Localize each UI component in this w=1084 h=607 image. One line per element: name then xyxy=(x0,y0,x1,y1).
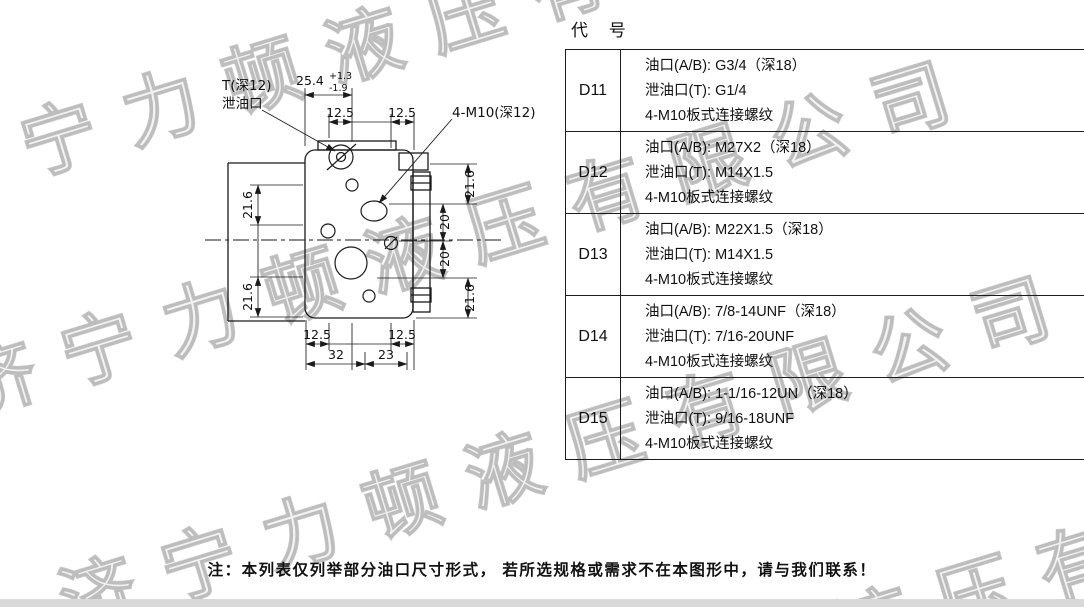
bolt-leader xyxy=(378,118,453,204)
port-ab-spec: 油口(A/B): M22X1.5（深18） xyxy=(645,222,833,238)
port-face-drawing: 25.4 +1.3 -1.9 12.5 12.5 21.6 20 20 21.6… xyxy=(205,71,536,370)
bolt-hole xyxy=(345,178,359,192)
dim-tol-plus: +1.3 xyxy=(329,71,352,82)
dim-20: 20 xyxy=(437,214,452,230)
row-code: D13 xyxy=(566,214,621,295)
bolt-hole xyxy=(320,223,336,239)
row-description: 油口(A/B): M27X2（深18） 泄油口(T): M14X1.5 4-M1… xyxy=(621,132,1084,213)
t-port-leader xyxy=(261,109,336,152)
dimension-labels: 25.4 +1.3 -1.9 12.5 12.5 21.6 20 20 21.6… xyxy=(240,71,477,362)
drain-port-spec: 泄油口(T): M14X1.5 xyxy=(645,247,774,263)
table-row: D14 油口(A/B): 7/8-14UNF（深18） 泄油口(T): 7/16… xyxy=(566,296,1084,378)
dim-12-5: 12.5 xyxy=(303,327,331,342)
port-ab-spec: 油口(A/B): 7/8-14UNF（深18） xyxy=(645,304,846,320)
table-row: D15 油口(A/B): 1-1/16-12UN（深18） 泄油口(T): 9/… xyxy=(566,378,1084,460)
t-port-label-line1: T(深12) xyxy=(221,78,271,94)
dim-20: 20 xyxy=(437,251,452,267)
row-code: D11 xyxy=(566,50,621,131)
valve-body-outline xyxy=(227,140,432,322)
row-code: D15 xyxy=(566,378,621,459)
dim-21-6: 21.6 xyxy=(462,170,477,198)
ports-and-holes xyxy=(320,143,399,303)
ab-port-ellipse xyxy=(360,200,388,222)
footer-note: 注：本列表仅列举部分油口尺寸形式， 若所选规格或需求不在本图形中，请与我们联系！ xyxy=(207,562,877,579)
dim-21-6: 21.6 xyxy=(240,283,255,311)
drain-port-spec: 泄油口(T): 7/16-20UNF xyxy=(645,329,795,345)
mount-thread-spec: 4-M10板式连接螺纹 xyxy=(645,190,774,206)
mount-thread-spec: 4-M10板式连接螺纹 xyxy=(645,436,774,452)
dim-12-5: 12.5 xyxy=(388,105,416,120)
table-row: D11 油口(A/B): G3/4（深18） 泄油口(T): G1/4 4-M1… xyxy=(566,50,1084,132)
drain-port-spec: 泄油口(T): 9/16-18UNF xyxy=(645,411,795,427)
row-code: D12 xyxy=(566,132,621,213)
dim-21-6: 21.6 xyxy=(240,191,255,219)
dim-23: 23 xyxy=(378,347,394,362)
port-ab-spec: 油口(A/B): G3/4（深18） xyxy=(645,58,807,74)
dimension-lines xyxy=(250,88,477,370)
bolt-hole xyxy=(362,289,376,303)
table-row: D13 油口(A/B): M22X1.5（深18） 泄油口(T): M14X1.… xyxy=(566,214,1084,296)
bolt-pattern-label: 4-M10(深12) xyxy=(452,105,536,121)
dim-12-5: 12.5 xyxy=(388,327,416,342)
row-description: 油口(A/B): M22X1.5（深18） 泄油口(T): M14X1.5 4-… xyxy=(621,214,1084,295)
table-body: D11 油口(A/B): G3/4（深18） 泄油口(T): G1/4 4-M1… xyxy=(565,49,1084,460)
port-spec-table: 代 号 D11 油口(A/B): G3/4（深18） 泄油口(T): G1/4 … xyxy=(565,12,1084,460)
dim-25-4: 25.4 xyxy=(296,73,324,88)
port-ab-spec: 油口(A/B): 1-1/16-12UN（深18） xyxy=(645,386,858,402)
row-code: D14 xyxy=(566,296,621,377)
port-ab-spec: 油口(A/B): M27X2（深18） xyxy=(645,140,821,156)
dim-32: 32 xyxy=(328,347,344,362)
drain-port-spec: 泄油口(T): M14X1.5 xyxy=(645,165,774,181)
table-header-code: 代 号 xyxy=(571,21,634,40)
t-port-label-line2: 泄油口 xyxy=(222,96,263,112)
drain-port-spec: 泄油口(T): G1/4 xyxy=(645,83,747,99)
dim-12-5: 12.5 xyxy=(326,105,354,120)
bottom-strip xyxy=(0,599,1084,607)
mount-thread-spec: 4-M10板式连接螺纹 xyxy=(645,272,774,288)
drawing-annotations: T(深12) 泄油口 4-M10(深12) xyxy=(221,78,536,121)
spigot-circle xyxy=(334,246,368,280)
dim-tol-minus: -1.9 xyxy=(329,83,348,94)
t-port-circle xyxy=(328,144,354,170)
row-description: 油口(A/B): G3/4（深18） 泄油口(T): G1/4 4-M10板式连… xyxy=(621,50,1084,131)
table-row: D12 油口(A/B): M27X2（深18） 泄油口(T): M14X1.5 … xyxy=(566,132,1084,214)
mount-thread-spec: 4-M10板式连接螺纹 xyxy=(645,108,774,124)
mount-thread-spec: 4-M10板式连接螺纹 xyxy=(645,354,774,370)
dim-21-6: 21.6 xyxy=(462,284,477,312)
row-description: 油口(A/B): 1-1/16-12UN（深18） 泄油口(T): 9/16-1… xyxy=(621,378,1084,459)
bolt-hole xyxy=(383,235,399,251)
row-description: 油口(A/B): 7/8-14UNF（深18） 泄油口(T): 7/16-20U… xyxy=(621,296,1084,377)
